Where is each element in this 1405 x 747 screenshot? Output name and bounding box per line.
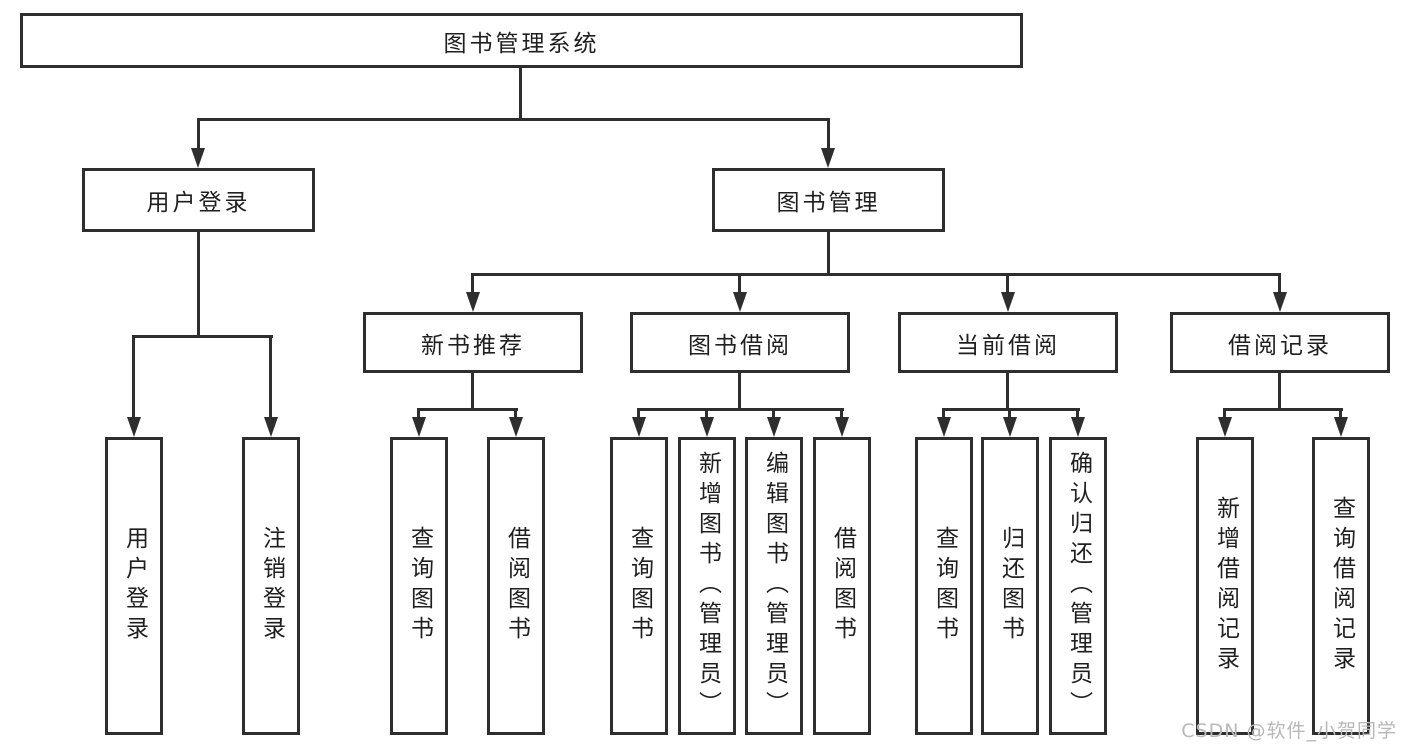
arrow-down-icon <box>1001 292 1015 312</box>
node-label: 图书借阅 <box>688 332 792 359</box>
connector-line <box>417 408 518 411</box>
arrow-down-icon <box>1003 417 1017 437</box>
node-label: 注销登录 <box>258 526 285 646</box>
arrow-down-icon <box>1071 417 1085 437</box>
csdn-watermark: CSDN @软件_小贺同学 <box>1181 720 1397 742</box>
connector-line <box>1223 408 1343 411</box>
connector-line <box>827 118 830 148</box>
connector-line <box>197 118 830 121</box>
connector-line <box>637 408 844 411</box>
arrow-down-icon <box>937 417 951 437</box>
connector-line <box>1223 408 1226 417</box>
arrow-down-icon <box>821 148 835 168</box>
node-label: 新书推荐 <box>421 332 525 359</box>
connector-line <box>471 373 474 408</box>
node-label: 当前借阅 <box>956 332 1060 359</box>
connector-line <box>637 408 640 417</box>
arrow-down-icon <box>412 417 426 437</box>
connector-line <box>471 273 474 292</box>
node-label: 新增借阅记录 <box>1212 496 1239 676</box>
connector-line <box>1006 373 1009 408</box>
arrow-down-icon <box>835 417 849 437</box>
leaf-edit-book-admin: 编辑图书（管理员） <box>745 437 803 735</box>
node-label: 用户登录 <box>146 190 251 216</box>
leaf-query-books-borrowing: 查询图书 <box>610 437 668 735</box>
node-label: 归还图书 <box>997 526 1024 646</box>
leaf-query-books-current: 查询图书 <box>915 437 973 735</box>
leaf-user-login: 用户登录 <box>105 437 163 735</box>
arrow-down-icon <box>1334 417 1348 437</box>
arrow-down-icon <box>632 417 646 437</box>
node-current-borrowing: 当前借阅 <box>898 312 1118 373</box>
connector-line <box>197 232 200 335</box>
node-label: 借阅图书 <box>829 526 856 646</box>
node-label: 新增图书（管理员） <box>694 451 721 721</box>
connector-line <box>132 335 135 417</box>
node-book-borrowing: 图书借阅 <box>630 312 850 373</box>
connector-line <box>1278 273 1281 292</box>
arrow-down-icon <box>700 417 714 437</box>
connector-line <box>269 335 272 417</box>
arrow-down-icon <box>264 417 278 437</box>
node-label: 查询图书 <box>626 526 653 646</box>
connector-line <box>942 408 1080 411</box>
leaf-confirm-return-admin: 确认归还（管理员） <box>1049 437 1107 735</box>
connector-line <box>1006 273 1009 292</box>
node-book-management: 图书管理 <box>712 168 945 232</box>
leaf-borrow-books-recommend: 借阅图书 <box>487 437 545 735</box>
node-label: 图书管理系统 <box>443 30 600 57</box>
leaf-return-books: 归还图书 <box>981 437 1039 735</box>
connector-line <box>1076 408 1079 417</box>
connector-line <box>942 408 945 417</box>
node-borrowing-records: 借阅记录 <box>1170 312 1390 373</box>
node-user-login: 用户登录 <box>82 168 315 232</box>
leaf-query-books-recommend: 查询图书 <box>390 437 448 735</box>
connector-line <box>471 273 1281 276</box>
connector-line <box>772 408 775 417</box>
connector-line <box>514 408 517 417</box>
arrow-down-icon <box>733 292 747 312</box>
arrow-down-icon <box>466 292 480 312</box>
arrow-down-icon <box>1273 292 1287 312</box>
leaf-query-borrow-record: 查询借阅记录 <box>1312 437 1370 735</box>
arrow-down-icon <box>509 417 523 437</box>
node-label: 借阅记录 <box>1228 332 1332 359</box>
leaf-logout: 注销登录 <box>242 437 300 735</box>
connector-line <box>840 408 843 417</box>
connector-line <box>417 408 420 417</box>
leaf-borrow-books: 借阅图书 <box>813 437 871 735</box>
node-label: 用户登录 <box>121 526 148 646</box>
arrow-down-icon <box>1218 417 1232 437</box>
leaf-add-book-admin: 新增图书（管理员） <box>678 437 736 735</box>
node-label: 图书管理 <box>776 190 881 216</box>
connector-line <box>197 118 200 148</box>
arrow-down-icon <box>767 417 781 437</box>
connector-line <box>738 373 741 408</box>
connector-line <box>132 335 273 338</box>
node-book-management-system: 图书管理系统 <box>20 13 1023 68</box>
connector-line <box>1008 408 1011 417</box>
arrow-down-icon <box>127 417 141 437</box>
connector-line <box>827 232 830 273</box>
node-label: 查询图书 <box>931 526 958 646</box>
node-label: 编辑图书（管理员） <box>761 451 788 721</box>
connector-line <box>1278 373 1281 408</box>
connector-line <box>738 273 741 292</box>
leaf-add-borrow-record: 新增借阅记录 <box>1196 437 1254 735</box>
node-label: 查询图书 <box>406 526 433 646</box>
node-label: 确认归还（管理员） <box>1065 451 1092 721</box>
node-label: 借阅图书 <box>503 526 530 646</box>
connector-line <box>705 408 708 417</box>
arrow-down-icon <box>191 148 205 168</box>
connector-line <box>519 68 522 118</box>
node-new-book-recommend: 新书推荐 <box>363 312 583 373</box>
connector-line <box>1339 408 1342 417</box>
node-label: 查询借阅记录 <box>1328 496 1355 676</box>
